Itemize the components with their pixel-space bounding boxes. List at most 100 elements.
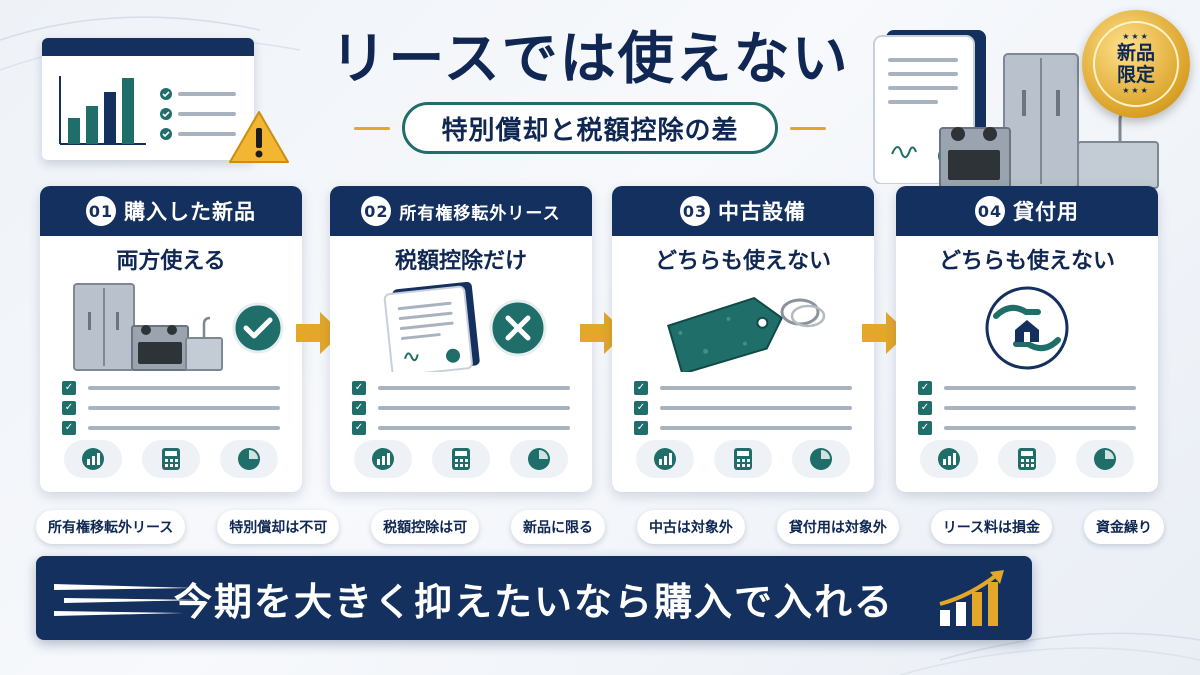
chart-icon [64,440,122,478]
placeholder-line [88,406,280,410]
check-row: ✓ [352,398,570,418]
banner-text: 今期を大きく抑えたいなら購入で入れる [173,579,894,624]
placeholder-line [944,386,1136,390]
seal-line-2: 限定 [1116,64,1155,86]
check-row: ✓ [62,378,280,398]
calculator-icon [432,440,490,478]
dashboard-illustration [42,38,254,160]
calculator-icon [142,440,200,478]
placeholder-line [660,406,852,410]
card-icon-row [896,436,1158,482]
keyword-tag: 資金繰り [1083,510,1164,544]
placeholder-line [88,426,280,430]
card-used-equipment: 03 中古設備 どちらも使えない ✓ ✓ ✓ [612,186,874,492]
tag-icon [667,296,826,375]
checklist: ✓ ✓ ✓ [896,372,1158,438]
contract-document-icon [383,281,480,377]
card-for-lending: 04 貸付用 どちらも使えない ✓ ✓ ✓ [896,186,1158,492]
checkbox-icon: ✓ [62,381,76,395]
card-illustration [330,281,592,377]
speed-lines-icon [54,584,204,616]
keyword-tag: 新品に限る [511,510,606,544]
keyword-tag: リース料は損金 [930,510,1053,544]
card-heading: 貸付用 [1013,200,1079,224]
subtitle-rule-left [354,126,391,130]
placeholder-line [660,426,852,430]
placeholder-line [944,406,1136,410]
keyword-tag: 税額控除は可 [371,510,480,544]
checkbox-icon: ✓ [62,421,76,435]
kitchen-equipment-icon [939,53,1159,189]
bar-chart-icon [59,76,236,145]
card-header: 02 所有権移転外リース [330,186,592,236]
pie-chart-icon [792,440,850,478]
calculator-icon [998,440,1056,478]
keyword-tags: 所有権移転外リース 特別償却は不可 税額控除は可 新品に限る 中古は対象外 貸付… [36,510,1164,544]
card-result: どちらも使えない [654,249,831,274]
seal-line-1: 新品 [1116,42,1155,64]
checklist: ✓ ✓ ✓ [40,372,302,438]
card-number: 04 [975,196,1005,226]
chart-icon [636,440,694,478]
subtitle-pill: 特別償却と税額控除の差 [402,102,778,154]
subtitle-rule-right [789,126,826,130]
checkbox-icon: ✓ [352,401,366,415]
keyword-tag: 特別償却は不可 [217,510,340,544]
card-illustration [896,282,1158,372]
card-icon-row [40,436,302,482]
chart-icon [920,440,978,478]
card-heading: 中古設備 [718,200,806,224]
checkbox-icon: ✓ [918,401,932,415]
card-result: 両方使える [116,249,226,274]
card-header: 04 貸付用 [896,186,1158,236]
card-result: どちらも使えない [938,249,1115,274]
card-purchased-new: 01 購入した新品 両方使える ✓ ✓ ✓ [40,186,302,492]
card-header: 03 中古設備 [612,186,874,236]
check-row: ✓ [62,418,280,438]
card-heading: 購入した新品 [124,200,256,224]
card-icon-row [612,436,874,482]
seal-stars: ★★★ [1122,32,1150,41]
subtitle-group: 特別償却と税額控除の差 [310,100,870,156]
check-row: ✓ [352,378,570,398]
placeholder-line [88,386,280,390]
card-icon-row [330,436,592,482]
house-in-hands-icon [985,286,1069,370]
checkbox-icon: ✓ [918,421,932,435]
check-row: ✓ [634,398,852,418]
card-result: 税額控除だけ [394,249,527,274]
pie-chart-icon [510,440,568,478]
keyword-tag: 所有権移転外リース [36,510,186,544]
checklist: ✓ ✓ ✓ [330,372,592,438]
pie-chart-icon [1076,440,1134,478]
seal-stars-bottom: ★★★ [1122,86,1150,95]
kitchen-equipment-icon [73,283,284,371]
dashboard-titlebar [42,38,254,56]
conclusion-banner: 今期を大きく抑えたいなら購入で入れる [36,556,1032,640]
page-title: リースでは使えない [330,27,850,92]
card-number: 02 [361,196,392,226]
card-number: 01 [86,196,116,226]
checkbox-icon: ✓ [352,421,366,435]
placeholder-line [378,386,570,390]
checkbox-icon: ✓ [634,381,648,395]
chart-icon [354,440,412,478]
card-illustration [612,282,874,375]
pie-chart-icon [220,440,278,478]
checkbox-icon: ✓ [918,381,932,395]
new-only-seal: ★★★ 新品 限定 ★★★ [1082,10,1190,118]
seal-inner: ★★★ 新品 限定 ★★★ [1093,21,1179,107]
check-row: ✓ [918,398,1136,418]
check-row: ✓ [352,418,570,438]
check-row: ✓ [918,378,1136,398]
keyword-tag: 中古は対象外 [636,510,745,544]
card-header: 01 購入した新品 [40,186,302,236]
check-row: ✓ [918,418,1136,438]
check-row: ✓ [62,398,280,418]
check-row: ✓ [634,378,852,398]
checkbox-icon: ✓ [634,401,648,415]
cross-icon [489,299,547,357]
card-heading: 所有権移転外リース [399,203,561,224]
checkbox-icon: ✓ [634,421,648,435]
warning-icon [229,111,289,163]
